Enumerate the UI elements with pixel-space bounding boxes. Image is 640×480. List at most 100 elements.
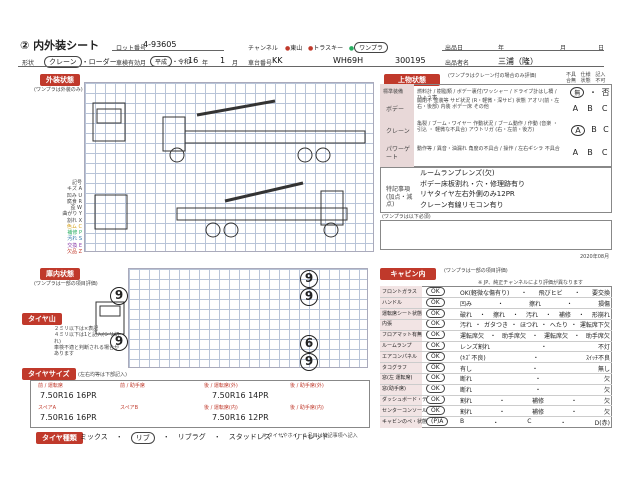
tire-type-studless[interactable]: スタッドレス (228, 433, 271, 441)
cabin-option[interactable]: 補修 (531, 398, 544, 405)
cabin-option[interactable]: 破れ (460, 311, 473, 319)
cabin-option[interactable]: 運転席欠 (543, 333, 568, 341)
cabin-option[interactable]: へたり (549, 322, 568, 330)
cabin-row-options[interactable]: OK(軽微な傷有り)・飛びヒビ・要交換 (460, 288, 610, 297)
cabin-option[interactable]: ・ (570, 408, 577, 416)
cabin-row-options[interactable]: 有し ・ 無し (460, 364, 610, 373)
model-loader[interactable]: ローダー (88, 58, 117, 66)
channel-torasuki[interactable]: トラスキー (313, 45, 344, 52)
cabin-option[interactable]: 飛びヒビ (538, 290, 563, 297)
tire-rear-left-outer[interactable]: 9 (300, 270, 318, 288)
cabin-option[interactable]: 形崩れ (591, 311, 610, 319)
cabin-row-ok[interactable]: OK (426, 319, 445, 329)
cabin-option[interactable]: 助手席欠 (585, 333, 610, 341)
cabin-option[interactable]: ・ (560, 419, 567, 427)
channel-higashiyama[interactable]: 東山 (290, 45, 303, 52)
cabin-option[interactable]: 凹み (460, 300, 473, 308)
cabin-row-options[interactable]: (ｷｽﾞ不良)・ｽｲｯﾁ不良 (460, 353, 610, 362)
cabin-option[interactable]: ・ (479, 311, 486, 319)
cabin-option[interactable]: ・ (492, 419, 499, 427)
tire-rear-right-outer[interactable]: 9 (300, 353, 318, 371)
cabin-option[interactable]: ・ (540, 322, 547, 330)
cabin-option[interactable]: ・ (570, 322, 577, 330)
cabin-row-options[interactable]: 割れ ・ 補修 ・ 欠 (460, 396, 610, 405)
cabin-option[interactable]: ・ (574, 290, 581, 297)
cabin-option[interactable]: ・ (578, 311, 585, 319)
cabin-option[interactable]: 断れ (460, 387, 473, 395)
channel-wanpura[interactable]: ワンプラ (354, 42, 388, 53)
tire-rear-left-inner[interactable]: 9 (300, 288, 318, 306)
cabin-row-options[interactable]: 断れ・欠 (460, 385, 610, 394)
cabin-option[interactable]: ・ (531, 333, 538, 341)
cabin-option[interactable]: 欠 (603, 376, 610, 384)
cabin-option[interactable]: 補修 (558, 311, 571, 319)
exterior-diagram[interactable] (84, 82, 374, 252)
cabin-row-ok[interactable]: OK (426, 341, 445, 350)
cabin-option[interactable]: ・ (545, 311, 552, 319)
cabin-option[interactable]: 断れ (460, 376, 473, 384)
tire-front-right[interactable]: 9 (110, 333, 128, 351)
cabin-option[interactable]: ほつれ (519, 322, 538, 330)
cabin-option[interactable]: ・ (531, 365, 538, 373)
tire-type-options[interactable]: ミックス・ リブ・ リブラグ・ スタッドレス・ リトレッド (80, 432, 329, 444)
cabin-option[interactable]: ・ (570, 398, 577, 405)
cabin-row-options[interactable]: 凹み ・ 擦れ ・ 損傷 (460, 299, 610, 308)
cabin-option[interactable]: ・ (510, 322, 517, 330)
cabin-option[interactable]: D(赤) (594, 419, 610, 427)
cabin-option[interactable]: 擦れ (528, 300, 541, 308)
cabin-option[interactable]: 運転席下欠 (579, 322, 610, 330)
cabin-row-options[interactable]: 破れ・擦れ・汚れ・補修・形崩れ (460, 310, 610, 319)
cabin-row-ok[interactable]: OK (426, 362, 445, 372)
cabin-option[interactable]: レンズ割れ (460, 344, 490, 351)
cabin-option[interactable]: 助手席欠 (501, 333, 526, 341)
tire-type-riblug[interactable]: リブラグ (177, 433, 206, 441)
cabin-row-ok[interactable]: OK (426, 330, 445, 340)
cabin-option[interactable]: (ｷｽﾞ不良) (460, 354, 486, 362)
cabin-option[interactable]: 欠 (603, 398, 610, 405)
cabin-option[interactable]: 割れ (460, 398, 473, 405)
cabin-option[interactable]: 要交換 (591, 290, 610, 297)
cabin-option[interactable]: ・ (497, 300, 504, 308)
cabin-option[interactable]: ・ (566, 300, 573, 308)
cabin-option[interactable]: 欠 (603, 387, 610, 395)
cabin-option[interactable]: 不灯 (597, 344, 610, 351)
cabin-row-options[interactable]: B・C・D(赤) (460, 418, 610, 427)
cabin-option[interactable]: 補修 (531, 408, 544, 416)
cabin-option[interactable]: ・ (498, 398, 505, 405)
cabin-option[interactable]: 無し (597, 365, 610, 373)
cabin-row-ok[interactable]: OK (426, 351, 445, 361)
cabin-option[interactable]: OK(軽微な傷有り) (460, 290, 510, 297)
upper-grade-standard[interactable]: 無・否 (568, 87, 612, 98)
cabin-option[interactable]: 有し (460, 365, 473, 373)
cabin-row-options[interactable]: 割れ・補修・欠 (460, 407, 610, 416)
cabin-row-ok[interactable]: OK (426, 395, 445, 404)
cabin-option[interactable]: ・ (489, 333, 496, 341)
cabin-option[interactable]: 汚れ (525, 311, 538, 319)
tire-type-mix[interactable]: ミックス (80, 433, 108, 441)
cabin-option[interactable]: C (527, 417, 532, 425)
cabin-option[interactable]: 割れ (460, 408, 473, 416)
cabin-option[interactable]: 擦れ (492, 311, 505, 319)
cabin-row-ok[interactable]: OK (426, 287, 445, 296)
cabin-row-ok[interactable]: (P)A (426, 416, 449, 426)
era-reiwa[interactable]: 令和 (178, 59, 191, 66)
cabin-option[interactable]: 損傷 (597, 300, 610, 308)
cabin-row-options[interactable]: 汚れ・ガタつき・ほつれ・へたり・運転席下欠 (460, 320, 610, 329)
interior-diagram[interactable] (128, 268, 368, 368)
cabin-option[interactable]: 運転席欠 (460, 333, 485, 341)
tire-type-retread[interactable]: リトレッド (293, 433, 329, 441)
cabin-option[interactable]: ・ (573, 333, 580, 341)
cabin-option[interactable]: ・ (534, 376, 541, 384)
cabin-row-ok[interactable]: OK (426, 308, 445, 318)
cabin-option[interactable]: ・ (532, 354, 539, 362)
cabin-row-options[interactable]: 運転席欠・助手席欠・運転席欠・助手席欠 (460, 331, 610, 340)
cabin-row-ok[interactable]: OK (426, 384, 445, 394)
cabin-row-ok[interactable]: OK (426, 373, 445, 383)
cabin-option[interactable]: ・ (540, 344, 547, 351)
cabin-option[interactable]: ガタつき (483, 322, 508, 330)
cabin-row-options[interactable]: 断れ ・ 欠 (460, 374, 610, 383)
cabin-option[interactable]: ・ (512, 311, 519, 319)
